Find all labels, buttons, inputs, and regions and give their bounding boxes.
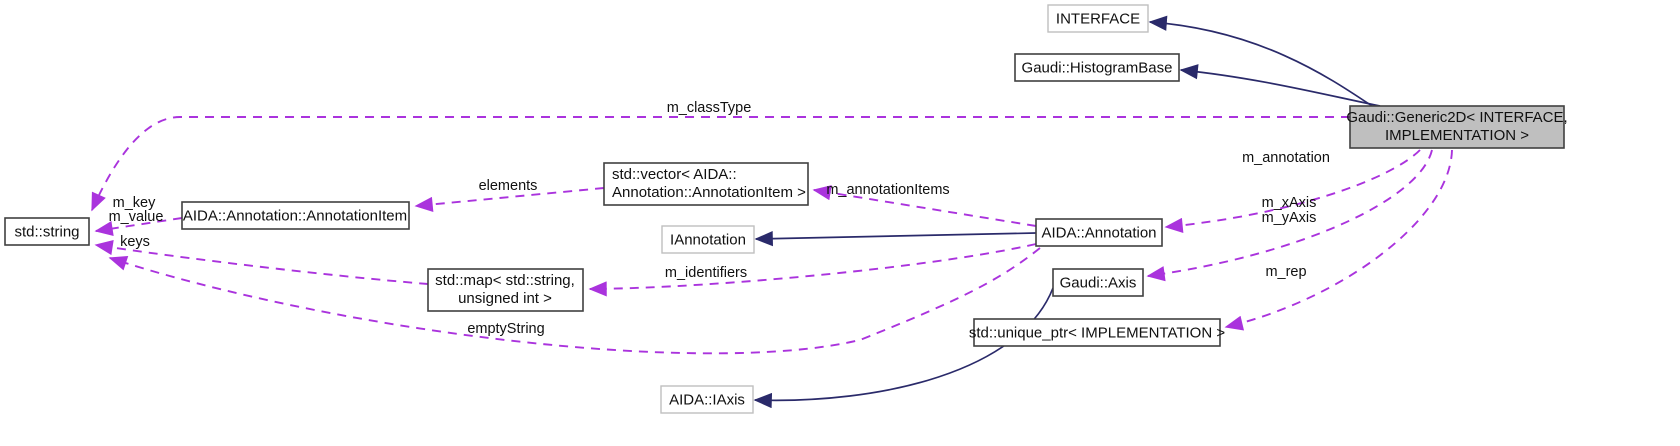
node-std-map-label-line2: unsigned int > (458, 290, 552, 307)
edge-m-identifiers (588, 243, 1037, 297)
edge-label-m-key: m_key (113, 195, 156, 211)
edge-label-m-annotationitems: m_annotationItems (826, 182, 949, 198)
node-aida-annotation-annotationitem-label: AIDA::Annotation::AnnotationItem (183, 207, 407, 224)
node-iannotation-box[interactable] (661, 225, 755, 254)
node-std-vector-annotationitem-label-line2: Annotation::AnnotationItem > (612, 184, 806, 201)
node-gaudi-histogrambase-box[interactable] (1014, 53, 1180, 82)
edge-m-classtype (91, 116, 1350, 212)
edge-emptystring (108, 247, 1041, 355)
edge-keys (94, 240, 429, 285)
node-iannotation-label: IAnnotation (670, 231, 746, 248)
node-interface-label: INTERFACE (1056, 10, 1140, 27)
edge-label-m-annotation: m_annotation (1242, 150, 1330, 166)
node-std-string[interactable]: std::string (4, 217, 90, 246)
node-std-unique-ptr-label: std::unique_ptr< IMPLEMENTATION > (969, 324, 1225, 341)
edge-m-annotationitems (812, 185, 1037, 227)
edge-label-keys: keys (120, 234, 150, 250)
node-std-string-label: std::string (14, 223, 79, 240)
node-std-map-label-line1: std::map< std::string, (435, 272, 575, 289)
edge-generic2d-to-interface (1148, 15, 1373, 107)
node-std-vector-annotationitem[interactable]: std::vector< AIDA:: Annotation::Annotati… (603, 162, 809, 206)
node-aida-iaxis-box[interactable] (660, 385, 754, 414)
node-gaudi-axis-box[interactable] (1052, 268, 1144, 297)
node-gaudi-axis-label: Gaudi::Axis (1060, 274, 1137, 291)
edge-labels: m_classType m_annotation elements m_anno… (109, 100, 1330, 337)
node-gaudi-generic2d[interactable]: Gaudi::Generic2D< INTERFACE, IMPLEMENTAT… (1346, 105, 1568, 149)
node-aida-annotation-box[interactable] (1035, 218, 1163, 247)
node-std-string-box[interactable] (4, 217, 90, 246)
node-aida-iaxis[interactable]: AIDA::IAxis (660, 385, 754, 414)
usage-edges (91, 116, 1453, 355)
node-std-map-box[interactable] (427, 268, 584, 312)
node-std-unique-ptr[interactable]: std::unique_ptr< IMPLEMENTATION > (969, 318, 1225, 347)
edge-m-annotation (1164, 149, 1421, 233)
node-aida-annotation-annotationitem-box[interactable] (181, 201, 410, 230)
edge-label-m-identifiers: m_identifiers (665, 265, 747, 281)
nodes: INTERFACE Gaudi::HistogramBase Gaudi::Ge… (4, 4, 1568, 414)
node-aida-annotation-label: AIDA::Annotation (1041, 224, 1156, 241)
edge-label-m-yaxis: m_yAxis (1262, 210, 1317, 226)
node-gaudi-generic2d-label-line2: IMPLEMENTATION > (1385, 127, 1529, 144)
node-aida-annotation[interactable]: AIDA::Annotation (1035, 218, 1163, 247)
node-std-map[interactable]: std::map< std::string, unsigned int > (427, 268, 584, 312)
edge-m-xaxis-yaxis (1146, 149, 1433, 282)
edge-generic2d-to-histogrambase (1179, 64, 1381, 107)
edge-m-rep (1224, 149, 1453, 331)
edge-label-m-value: m_value (109, 209, 164, 225)
node-std-unique-ptr-box[interactable] (973, 318, 1221, 347)
node-iannotation[interactable]: IAnnotation (661, 225, 755, 254)
node-std-vector-annotationitem-label-line1: std::vector< AIDA:: (612, 166, 737, 183)
edge-m-key-m-value (94, 217, 183, 237)
node-gaudi-histogrambase-label: Gaudi::HistogramBase (1022, 59, 1173, 76)
node-gaudi-generic2d-label-line1: Gaudi::Generic2D< INTERFACE, (1346, 109, 1567, 126)
edge-label-m-classtype: m_classType (667, 100, 752, 116)
edge-label-elements: elements (479, 178, 538, 194)
node-gaudi-generic2d-box[interactable] (1349, 105, 1565, 149)
node-aida-iaxis-label: AIDA::IAxis (669, 391, 745, 408)
node-aida-annotation-annotationitem[interactable]: AIDA::Annotation::AnnotationItem (181, 201, 410, 230)
node-interface[interactable]: INTERFACE (1047, 4, 1149, 33)
edge-label-m-rep: m_rep (1265, 264, 1306, 280)
node-gaudi-histogrambase[interactable]: Gaudi::HistogramBase (1014, 53, 1180, 82)
node-interface-box[interactable] (1047, 4, 1149, 33)
edge-label-m-xaxis: m_xAxis (1262, 195, 1317, 211)
edge-annotation-to-iannotation (754, 230, 1037, 247)
node-std-vector-annotationitem-box[interactable] (603, 162, 809, 206)
edge-label-emptystring: emptyString (467, 321, 544, 337)
node-gaudi-axis[interactable]: Gaudi::Axis (1052, 268, 1144, 297)
